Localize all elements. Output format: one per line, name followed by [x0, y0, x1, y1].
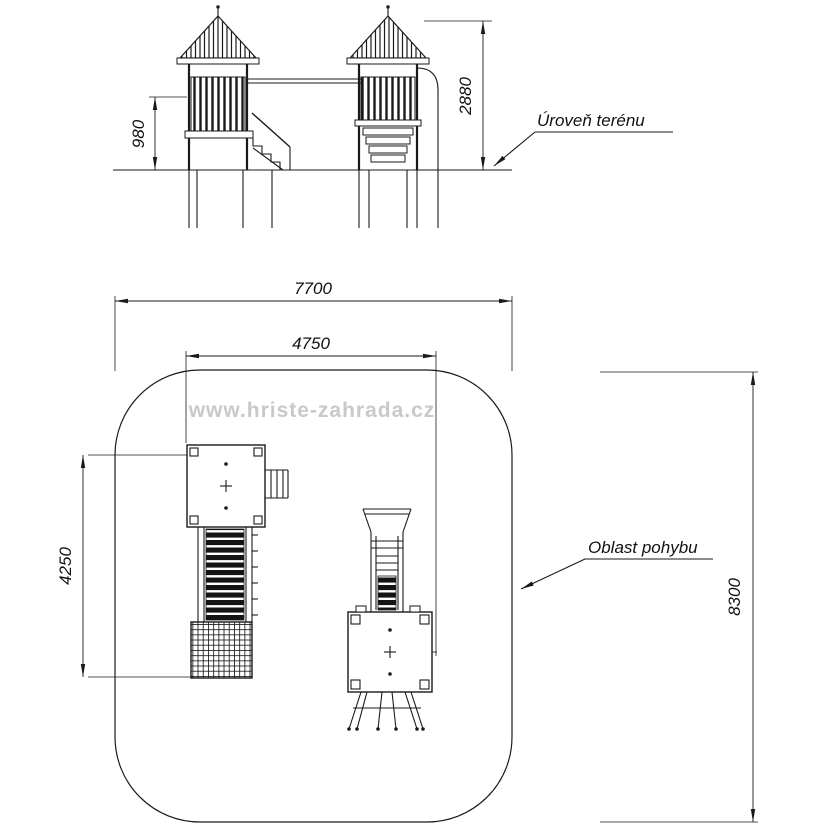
dimension-980: 980	[129, 96, 187, 170]
tower-a-plan	[186, 444, 289, 528]
slide-plan	[362, 508, 412, 612]
tower-a-elevation	[176, 5, 291, 171]
tower-a-railing	[190, 76, 246, 132]
tower-b-legs-plan	[347, 691, 425, 731]
dim-4250-label: 4250	[56, 547, 75, 585]
dimension-4750: 4750	[185, 334, 437, 656]
ground-level-callout: Úroveň terénu	[493, 111, 673, 167]
dimension-4250: 4250	[56, 454, 193, 678]
below-ground-posts	[188, 170, 439, 228]
tower-b-elevation	[346, 5, 439, 170]
tower-b-railing	[360, 76, 416, 121]
bridge-plan	[197, 527, 258, 622]
connecting-beam	[247, 78, 361, 84]
tower-a-corner-posts	[189, 447, 263, 525]
elevation-view: 980 2880 Úroveň terénu	[113, 5, 673, 228]
dimension-8300: 8300	[600, 371, 758, 823]
bridge-side-ticks	[252, 534, 258, 616]
tower-a-roof	[178, 15, 258, 59]
tower-a-stairs	[251, 112, 291, 171]
tower-b-eave	[346, 57, 430, 65]
tower-b-steps	[362, 127, 414, 163]
dim-4750-label: 4750	[292, 334, 330, 353]
dimension-7700: 7700	[114, 279, 513, 371]
leader-arrow	[494, 155, 506, 166]
plan-view: www.hriste-zahrada.cz 7700 4750 42	[56, 279, 758, 823]
net-plan	[190, 621, 253, 679]
dim-2880-label: 2880	[456, 77, 475, 116]
dim-8300-label: 8300	[725, 578, 744, 616]
watermark: www.hriste-zahrada.cz	[188, 399, 436, 422]
safety-area-callout: Oblast pohybu	[520, 538, 713, 590]
tower-a-eave	[176, 57, 260, 65]
tower-a-platform	[184, 130, 254, 139]
safety-area-outline	[114, 369, 513, 823]
dim-980-label: 980	[129, 119, 148, 148]
tower-b-corner-posts	[350, 614, 430, 690]
fireman-pole	[416, 67, 439, 170]
tower-b-plan	[347, 605, 437, 693]
tower-b-center-mark	[384, 646, 396, 658]
tower-a-center-mark	[220, 480, 232, 492]
safety-area-label: Oblast pohybu	[588, 538, 698, 557]
dim-7700-label: 7700	[294, 279, 332, 298]
dimension-2880: 2880	[424, 20, 492, 170]
tower-b-platform	[354, 119, 422, 127]
tower-b-roof	[348, 15, 428, 59]
ground-level-label: Úroveň terénu	[537, 111, 645, 130]
leader-arrow	[521, 581, 534, 589]
ladder-plan	[265, 469, 289, 499]
